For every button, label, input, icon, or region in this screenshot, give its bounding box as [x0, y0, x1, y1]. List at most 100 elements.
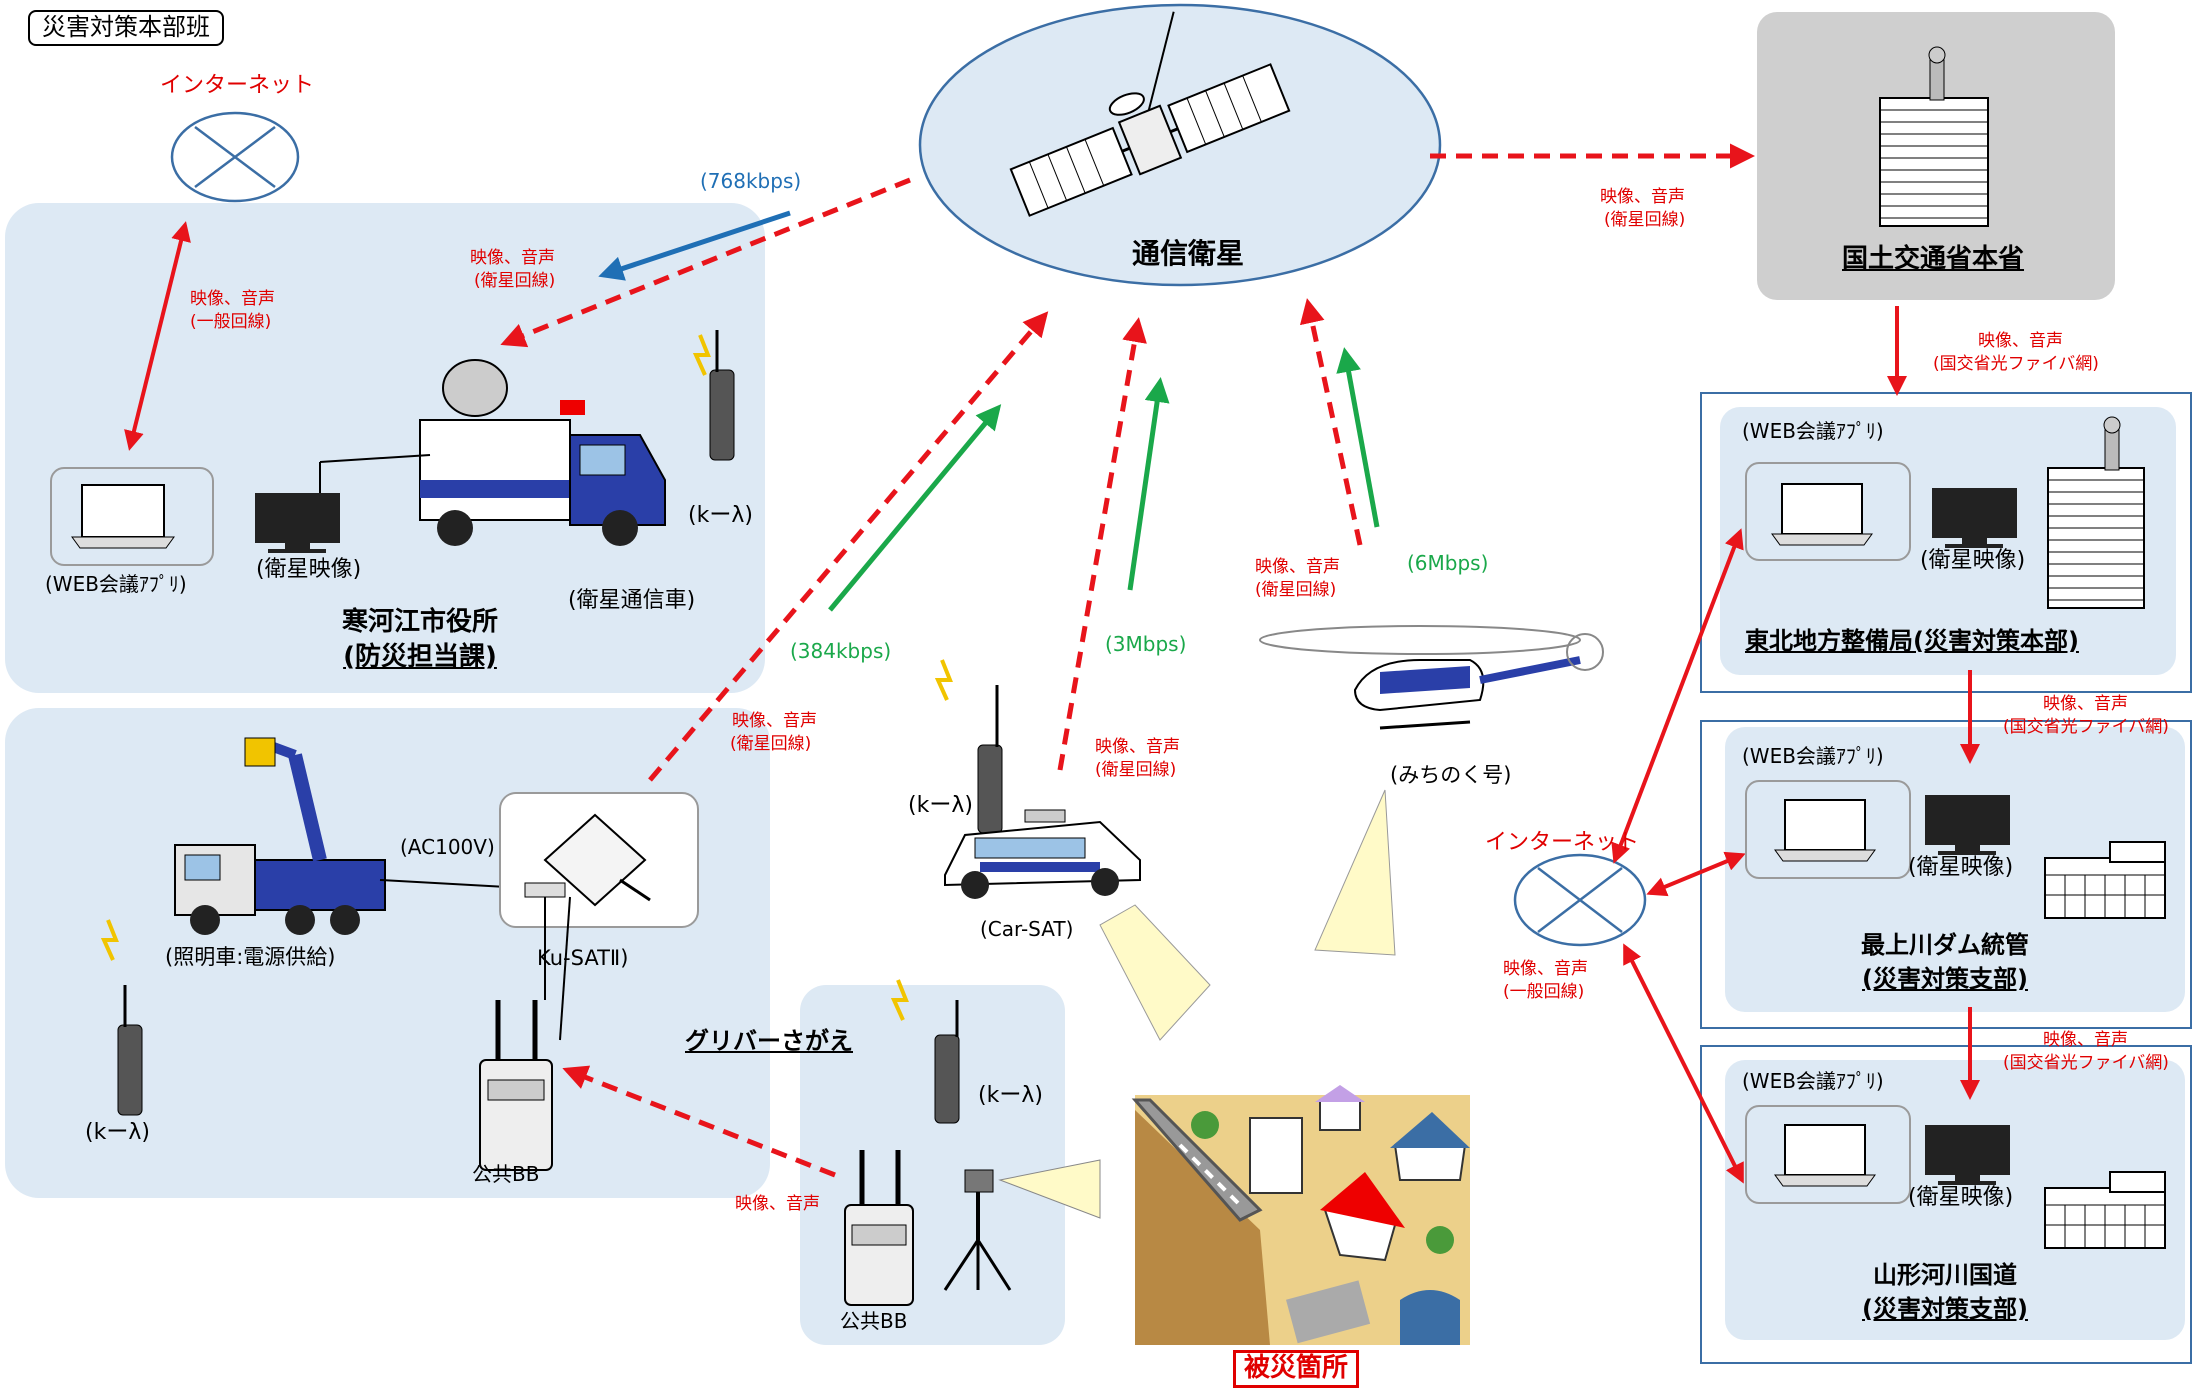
gulliver-public-bb-icon — [844, 1150, 914, 1306]
general-right-label-1: 映像、音声 — [1503, 959, 1588, 979]
fiber2-label-1: 映像、音声 — [2043, 694, 2128, 714]
yamagata-name-2: (災害対策支部) — [1862, 1295, 2028, 1323]
gulliver-radio-label: (kーλ) — [978, 1083, 1043, 1108]
internet-top-icon — [170, 111, 300, 203]
gulliver-radio-icon — [890, 979, 960, 1124]
city-tv-icon — [255, 493, 340, 553]
yamagata-tv-label: (衛星映像) — [1908, 1185, 2014, 1210]
rate-6m-label: (6Mbps) — [1407, 551, 1489, 575]
ac100v-label: (AC100V) — [400, 835, 495, 859]
fiber3-label-2: (国交省光ファイバ網) — [2003, 1053, 2169, 1073]
sat-city-label-1: 映像、音声 — [470, 248, 555, 268]
kusat-label-1: 映像、音声 — [732, 711, 817, 731]
city-web-app-label: (WEB会議ｱﾌﾟﾘ) — [45, 572, 187, 596]
heli-label: (みちのく号) — [1390, 763, 1512, 787]
general-top-label-2: (一般回線) — [190, 312, 272, 332]
internet-top-label: インターネット — [160, 73, 315, 98]
general-right-label-2: (一般回線) — [1503, 982, 1585, 1002]
arrow-gulliver-to-field-bb — [562, 1065, 836, 1178]
arrow-kusat-to-sat — [648, 311, 1049, 782]
arrow-green-3m — [1127, 377, 1170, 591]
carsat-beam — [1099, 904, 1211, 1041]
lighting-truck-label: (照明車:電源供給) — [165, 945, 336, 969]
tohoku-laptop-icon — [1771, 483, 1873, 546]
carsat-label-1: 映像、音声 — [1095, 737, 1180, 757]
mogami-tv-label: (衛星映像) — [1908, 855, 2014, 880]
heli-label-1: 映像、音声 — [1255, 557, 1340, 577]
satellite-label: 通信衛星 — [1132, 237, 1245, 270]
sat-ministry-label-2: (衛星回線) — [1604, 210, 1686, 230]
arrow-internet-tohoku — [1611, 528, 1744, 864]
disaster-illustration — [1131, 1085, 1470, 1345]
rate-768-label: (768kbps) — [700, 169, 802, 193]
sat-ministry-label-1: 映像、音声 — [1600, 187, 1685, 207]
disaster-label: 被災箇所 — [1233, 1350, 1360, 1388]
city-radio-icon — [692, 330, 735, 461]
internet-right-label: インターネット — [1485, 830, 1640, 855]
mogami-name-1: 最上川ダム統管 — [1861, 931, 2029, 959]
tohoku-building-icon — [2047, 416, 2145, 609]
lighting-truck-icon — [174, 737, 386, 935]
kusat-label: Ku-SATⅡ) — [537, 946, 629, 970]
tohoku-tv-icon — [1932, 488, 2017, 548]
field-radio-label: (kーλ) — [85, 1120, 150, 1145]
mogami-building-icon — [2044, 841, 2166, 919]
satellite-icon — [1009, 11, 1291, 217]
fiber2-label-2: (国交省光ファイバ網) — [2003, 717, 2169, 737]
gulliver-title: グリバーさがえ — [685, 1027, 853, 1055]
tohoku-laptop-box — [1745, 462, 1911, 561]
fiber3-label-1: 映像、音声 — [2043, 1030, 2128, 1050]
mogami-web-app-label: (WEB会議ｱﾌﾟﾘ) — [1742, 744, 1884, 768]
heli-label-2: (衛星回線) — [1255, 580, 1337, 600]
carsat-radio-icon — [934, 659, 1003, 834]
sat-city-label-2: (衛星回線) — [474, 271, 556, 291]
city-laptop-box — [50, 467, 214, 566]
yamagata-name-1: 山形河川国道 — [1873, 1261, 2017, 1289]
heli-beam — [1314, 789, 1396, 956]
mogami-laptop-box — [1745, 780, 1911, 879]
fiber1-label-2: (国交省光ファイバ網) — [1933, 354, 2099, 374]
city-tv-label: (衛星映像) — [256, 557, 362, 582]
field-public-bb-icon — [479, 1000, 553, 1171]
mogami-laptop-icon — [1774, 799, 1876, 862]
kusat-antenna-icon — [524, 813, 651, 907]
field-panel — [5, 708, 770, 1198]
rate-3m-label: (3Mbps) — [1105, 632, 1187, 656]
kusat-label-2: (衛星回線) — [730, 734, 812, 754]
ministry-building-icon — [1879, 46, 1989, 227]
arrow-green-384 — [828, 404, 1002, 612]
page-title: 災害対策本部班 — [28, 10, 224, 46]
rate-384-label: (384kbps) — [790, 639, 892, 663]
arrow-internet-city — [124, 221, 191, 451]
internet-right-icon — [1513, 853, 1647, 947]
yamagata-laptop-icon — [1774, 1124, 1876, 1187]
city-hall-name-2: (防災担当課) — [343, 642, 497, 672]
ministry-label: 国土交通省本省 — [1842, 244, 2025, 274]
arrow-internet-mogami — [1646, 851, 1746, 897]
carsat-car-icon — [944, 809, 1141, 899]
tohoku-tv-label: (衛星映像) — [1920, 548, 2026, 573]
field-radio-icon — [100, 919, 143, 1116]
gulliver-public-bb-label: 公共BB — [840, 1309, 908, 1333]
satellite-truck-icon — [419, 359, 666, 546]
arrow-heli-to-sat — [1299, 298, 1363, 546]
tohoku-web-app-label: (WEB会議ｱﾌﾟﾘ) — [1742, 419, 1884, 443]
tohoku-name: 東北地方整備局(災害対策本部) — [1745, 627, 2079, 655]
gulliver-bb-label: 映像、音声 — [735, 1194, 820, 1214]
camera-tripod-icon — [943, 1159, 1101, 1291]
city-radio-label: (kーλ) — [688, 503, 753, 528]
city-laptop-icon — [71, 484, 175, 549]
fiber1-label-1: 映像、音声 — [1978, 331, 2063, 351]
city-hall-name-1: 寒河江市役所 — [341, 607, 498, 637]
yamagata-laptop-box — [1745, 1105, 1911, 1204]
carsat-label: (Car-SAT) — [980, 917, 1074, 941]
helicopter-icon — [1259, 625, 1604, 730]
arrow-sat-to-city — [500, 177, 911, 348]
general-top-label-1: 映像、音声 — [190, 289, 275, 309]
field-public-bb-label: 公共BB — [472, 1162, 540, 1186]
mogami-name-2: (災害対策支部) — [1862, 965, 2028, 993]
city-truck-label: (衛星通信車) — [568, 588, 696, 613]
arrow-green-6m — [1336, 347, 1380, 528]
carsat-label-2: (衛星回線) — [1095, 760, 1177, 780]
